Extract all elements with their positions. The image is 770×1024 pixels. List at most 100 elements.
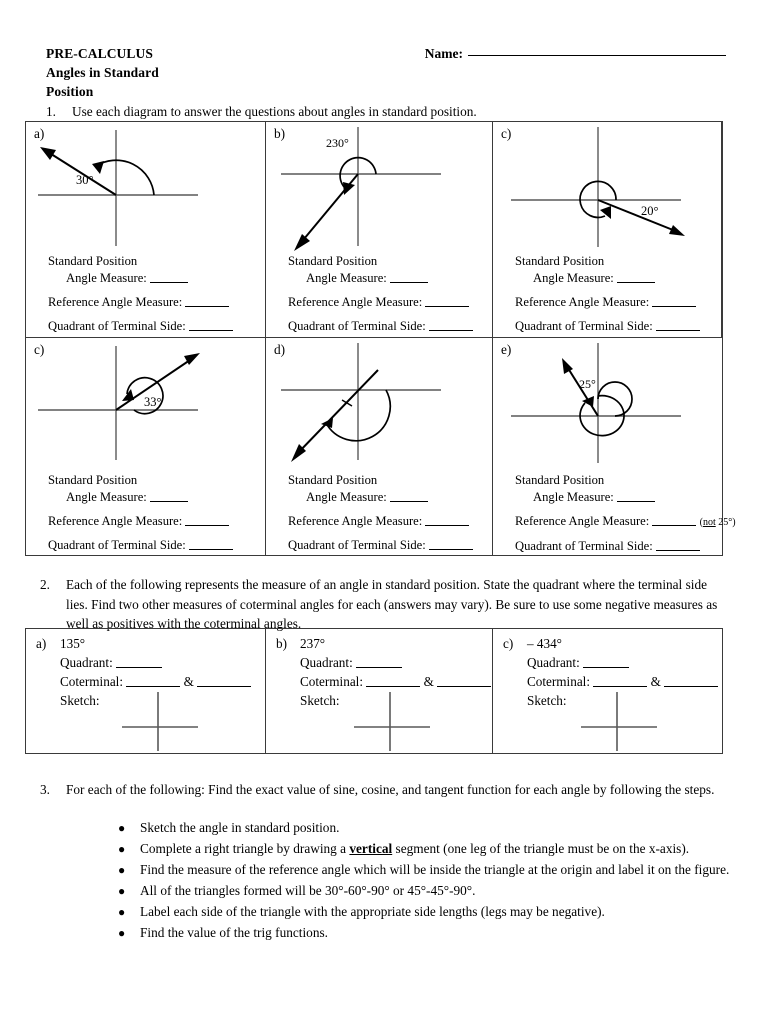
q1-cell-c-letter: c) [501,126,512,141]
q2-cell-b-text: b)237° Quadrant: Coterminal: & Sketch: [276,634,492,710]
angle-measure-blank-d1[interactable] [149,501,188,502]
angle-label-b: 230° [326,136,349,150]
quadrant-blank-a[interactable] [188,330,233,331]
angle-measure-blank-d[interactable] [389,501,428,502]
q1-cell-b: b) 230° Standard Position Angle Measure:… [266,122,493,338]
q2-coterminal-blank-b2[interactable] [437,686,492,687]
q1-cell-d1-answers: Standard Position Angle Measure: Referen… [48,472,233,554]
list-item: ● Find the measure of the reference angl… [118,860,732,880]
q2-coterminal-blank-a1[interactable] [126,686,181,687]
question-3-number: 3. [40,782,50,797]
angle-diagram-a: 30° [38,130,198,246]
name-input-line[interactable] [468,55,726,56]
reference-angle-note-e: (not 25°) [699,517,736,528]
q1-cell-d1-letter: c) [34,342,45,357]
question-2-number: 2. [40,577,50,592]
list-item: ● Label each side of the triangle with t… [118,902,732,922]
q2-cell-b-value: 237° [300,636,326,651]
q2-cell-a: a)135° Quadrant: Coterminal: & Sketch: [26,629,266,753]
question-2-table: a)135° Quadrant: Coterminal: & Sketch: b… [25,628,723,754]
sketch-axes-c[interactable] [573,687,683,753]
bullet-text: Sketch the angle in standard position. [140,820,340,835]
question-2: 2. Each of the following represents the … [40,575,732,634]
bullet-text: Find the measure of the reference angle … [140,862,730,877]
course-title: PRE-CALCULUS [46,46,153,61]
q1-cell-e: e) 25° Standard Position Angle Measure: … [493,338,736,555]
q2-coterminal-blank-c1[interactable] [593,686,648,687]
question-3-bullets: ● Sketch the angle in standard position.… [118,818,732,944]
q1-cell-c-answers: Standard Position Angle Measure: Referen… [515,253,700,335]
sketch-axes-a[interactable] [114,687,224,753]
bullet-text: Label each side of the triangle with the… [140,904,605,919]
bullet-icon: ● [118,821,126,835]
q2-cell-a-letter: a) [36,636,47,651]
question-3-text: For each of the following: Find the exac… [66,782,715,797]
bullet-icon: ● [118,884,126,898]
reference-angle-blank-b[interactable] [425,306,470,307]
q2-coterminal-blank-c2[interactable] [664,686,719,687]
bullet-text: Complete a right triangle by drawing a v… [140,841,690,856]
q2-cell-a-text: a)135° Quadrant: Coterminal: & Sketch: [36,634,252,710]
q2-quadrant-blank-a[interactable] [116,667,163,668]
angle-diagram-d1: 33° [38,346,200,460]
quadrant-blank-e[interactable] [655,550,700,551]
angle-label-e: 25° [579,377,596,391]
question-1-table: a) 30° Standard Position Angle Measure: … [25,121,736,556]
q2-cell-c: c)– 434° Quadrant: Coterminal: & Sketch: [493,629,722,753]
reference-angle-blank-d1[interactable] [185,525,230,526]
question-1: 1. Use each diagram to answer the questi… [46,102,736,122]
q1-cell-d-letter: d) [274,342,286,357]
page-title: Angles in Standard Position [46,65,159,99]
bullet-text: Find the value of the trig functions. [140,925,328,940]
quadrant-blank-d[interactable] [428,549,473,550]
q2-cell-b-letter: b) [276,636,287,651]
q1-cell-c: c) 20° Standard Position Angle Measure: … [493,122,722,338]
angle-diagram-c: 20° [511,127,685,247]
reference-angle-blank-e[interactable] [652,525,697,526]
bullet-icon: ● [118,842,126,856]
q2-coterminal-blank-b1[interactable] [366,686,421,687]
q1-cell-e-answers: Standard Position Angle Measure: Referen… [515,473,736,553]
question-1-text: Use each diagram to answer the questions… [72,104,477,119]
angle-measure-blank-a[interactable] [149,282,188,283]
q2-quadrant-blank-b[interactable] [356,667,403,668]
q2-quadrant-blank-c[interactable] [583,667,630,668]
q2-coterminal-blank-a2[interactable] [197,686,252,687]
reference-angle-blank-c[interactable] [652,306,697,307]
q1-cell-b-answers: Standard Position Angle Measure: Referen… [288,253,473,335]
angle-diagram-e1 [281,343,441,462]
q2-cell-c-value: – 434° [527,636,562,651]
quadrant-blank-d1[interactable] [188,549,233,550]
angle-measure-blank-b[interactable] [389,282,428,283]
bullet-icon: ● [118,905,126,919]
angle-measure-blank-e[interactable] [616,501,655,502]
q2-cell-a-value: 135° [60,636,86,651]
angle-measure-blank-c[interactable] [616,282,655,283]
name-field-label: Name: [425,46,726,62]
list-item: ● Sketch the angle in standard position. [118,818,732,838]
quadrant-blank-c[interactable] [655,330,700,331]
list-item: ● Find the value of the trig functions. [118,923,732,943]
angle-diagram-e: 25° [511,343,681,463]
question-1-number: 1. [46,104,56,119]
question-2-text: Each of the following represents the mea… [66,577,718,631]
list-item: ● Complete a right triangle by drawing a… [118,839,732,859]
angle-label-a: 30° [76,173,94,187]
bullet-icon: ● [118,926,126,940]
q1-cell-d-answers: Standard Position Angle Measure: Referen… [288,472,473,554]
bullet-icon: ● [118,863,126,877]
question-3: 3. For each of the following: Find the e… [40,780,732,800]
quadrant-blank-b[interactable] [428,330,473,331]
angle-diagram-b: 230° [281,127,441,251]
q2-cell-c-letter: c) [503,636,514,651]
q1-cell-e-letter: e) [501,342,512,357]
angle-label-c: 20° [641,204,659,218]
reference-angle-blank-d[interactable] [425,525,470,526]
list-item: ● All of the triangles formed will be 30… [118,881,732,901]
bullet-text: All of the triangles formed will be 30°-… [140,883,476,898]
reference-angle-blank-a[interactable] [185,306,230,307]
q1-cell-a-letter: a) [34,126,45,141]
q1-cell-b-letter: b) [274,126,286,141]
sketch-axes-b[interactable] [346,687,456,753]
